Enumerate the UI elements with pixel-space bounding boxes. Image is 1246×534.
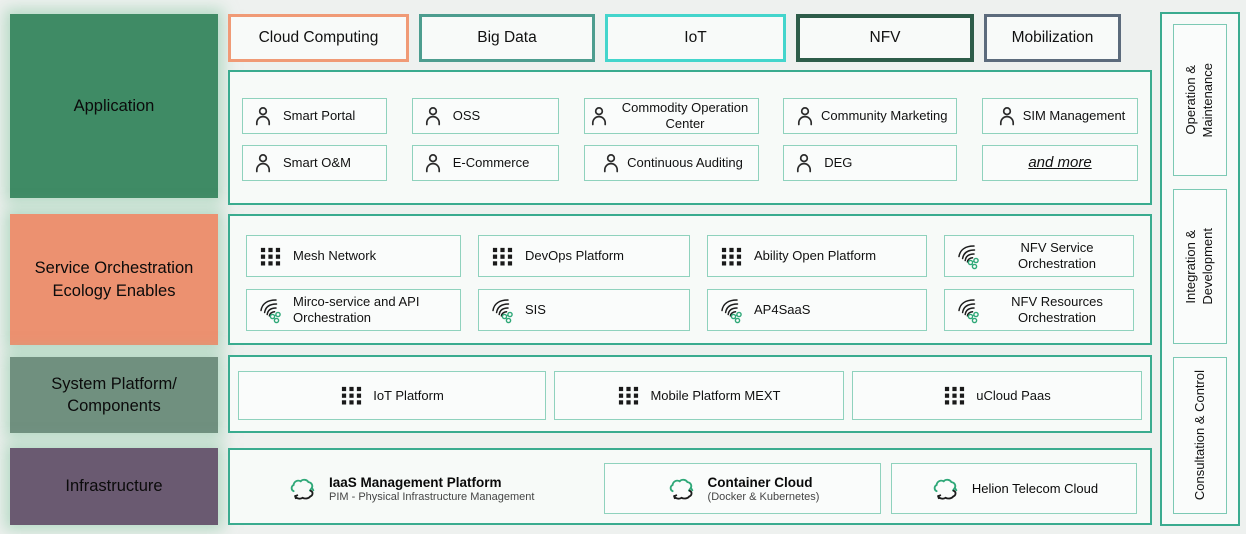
right-rail: Operation & Maintenance Integration & De…: [1160, 12, 1240, 526]
grid-icon: [489, 245, 515, 268]
svc-item-microservice-api-orchestration: Mirco-service and API Orchestration: [246, 289, 461, 331]
person-icon: [251, 104, 275, 128]
svc-item-ability-open-platform: Ability Open Platform: [707, 235, 927, 277]
person-icon: [251, 151, 275, 175]
grid-icon: [718, 245, 744, 268]
svc-item-ap4saas: AP4SaaS: [707, 289, 927, 331]
svc-item-nfv-resources-orchestration: NFV Resources Orchestration: [944, 289, 1134, 331]
person-icon: [792, 151, 816, 175]
person-icon: [599, 151, 623, 175]
app-item-smart-portal: Smart Portal: [242, 98, 387, 134]
cloud-sync-icon: [930, 476, 960, 502]
service-orchestration-grid: Mesh Network DevOps Platform Ability Ope…: [230, 216, 1150, 331]
category-chip-big-data: Big Data: [419, 14, 595, 62]
svc-item-devops-platform: DevOps Platform: [478, 235, 690, 277]
rail-item-consultation-control: Consultation & Control: [1173, 357, 1227, 514]
application-container: Smart Portal OSS Commodity Operation Cen…: [228, 70, 1152, 205]
sys-item-ucloud-paas: uCloud Paas: [852, 371, 1142, 420]
sys-item-mobile-platform-mext: Mobile Platform MEXT: [554, 371, 844, 420]
rail-item-integration-development: Integration & Development: [1173, 189, 1227, 344]
sys-item-iot-platform: IoT Platform: [238, 371, 546, 420]
svc-item-mesh-network: Mesh Network: [246, 235, 461, 277]
left-section-application: Application: [10, 14, 218, 198]
svc-item-sis: SIS: [478, 289, 690, 331]
service-orchestration-container: Mesh Network DevOps Platform Ability Ope…: [228, 214, 1152, 345]
left-section-system-platform: System Platform/ Components: [10, 357, 218, 433]
infrastructure-row: IaaS Management Platform PIM - Physical …: [230, 450, 1150, 514]
grid-icon: [257, 245, 283, 268]
service-mesh-icon: [257, 297, 283, 324]
service-mesh-icon: [955, 297, 981, 324]
category-chip-nfv: NFV: [796, 14, 974, 62]
grid-icon: [340, 384, 363, 407]
app-item-deg: DEG: [783, 145, 958, 181]
rail-item-operation-maintenance: Operation & Maintenance: [1173, 24, 1227, 176]
app-item-smart-oandm: Smart O&M: [242, 145, 387, 181]
cloud-sync-icon: [287, 476, 317, 502]
app-item-e-commerce: E-Commerce: [411, 145, 559, 181]
inf-item-iaas-management: IaaS Management Platform PIM - Physical …: [243, 463, 594, 514]
app-item-sim-management: SIM Management: [982, 98, 1138, 134]
svc-item-nfv-service-orchestration: NFV Service Orchestration: [944, 235, 1134, 277]
service-mesh-icon: [718, 297, 744, 324]
app-item-community-marketing: Community Marketing: [783, 98, 958, 134]
person-icon: [421, 104, 445, 128]
app-item-and-more: and more: [982, 145, 1138, 181]
left-section-service-orchestration: Service Orchestration Ecology Enables: [10, 214, 218, 345]
app-item-oss: OSS: [411, 98, 559, 134]
grid-icon: [943, 384, 966, 407]
service-mesh-icon: [489, 297, 515, 324]
category-chip-mobilization: Mobilization: [984, 14, 1121, 62]
system-platform-grid: IoT Platform Mobile Platform MEXT uCloud…: [230, 357, 1150, 420]
inf-item-container-cloud: Container Cloud (Docker & Kubernetes): [604, 463, 881, 514]
service-mesh-icon: [955, 243, 981, 270]
person-icon: [995, 104, 1019, 128]
cloud-sync-icon: [666, 476, 696, 502]
application-grid: Smart Portal OSS Commodity Operation Cen…: [230, 72, 1150, 181]
person-icon: [793, 104, 817, 128]
system-platform-container: IoT Platform Mobile Platform MEXT uCloud…: [228, 355, 1152, 433]
app-item-continuous-auditing: Continuous Auditing: [583, 145, 759, 181]
grid-icon: [617, 384, 640, 407]
app-item-commodity-operation-center: Commodity Operation Center: [583, 98, 759, 134]
inf-item-helion-telecom-cloud: Helion Telecom Cloud: [891, 463, 1137, 514]
left-section-infrastructure: Infrastructure: [10, 448, 218, 525]
infrastructure-container: IaaS Management Platform PIM - Physical …: [228, 448, 1152, 525]
category-chip-row: Cloud Computing Big Data IoT NFV Mobiliz…: [228, 14, 1152, 62]
category-chip-iot: IoT: [605, 14, 786, 62]
person-icon: [421, 151, 445, 175]
person-icon: [587, 104, 611, 128]
category-chip-cloud-computing: Cloud Computing: [228, 14, 409, 62]
